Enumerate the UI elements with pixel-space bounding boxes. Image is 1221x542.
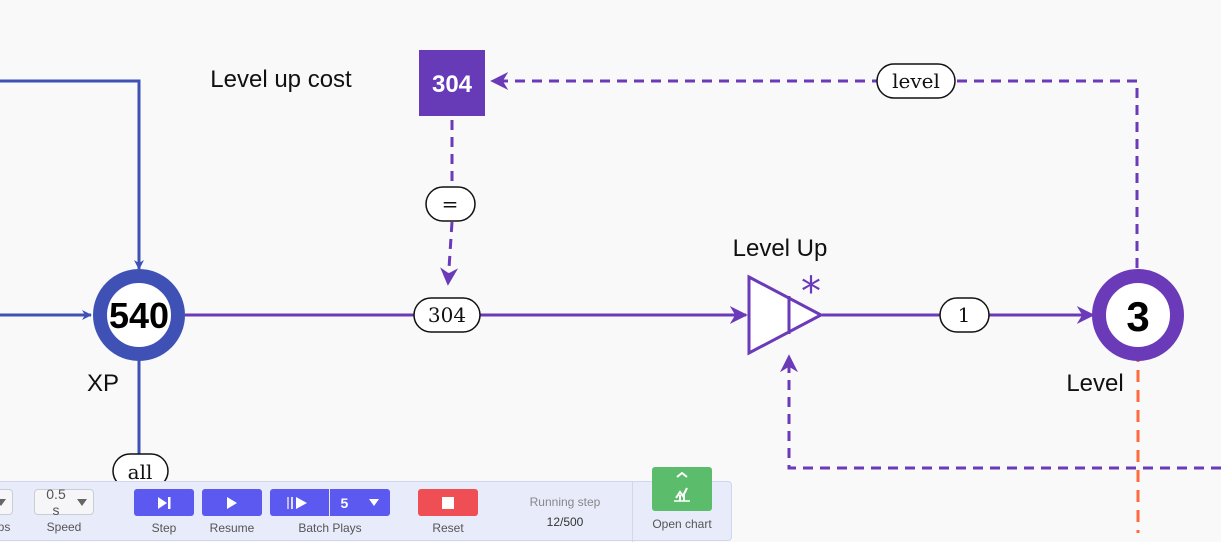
level-up-converter[interactable] — [747, 274, 825, 356]
activator-edge[interactable] — [780, 354, 1221, 470]
edge-label-output[interactable]: 1 — [939, 297, 990, 333]
xp-inflow-top-edge[interactable] — [0, 79, 144, 270]
steps-select[interactable] — [0, 489, 13, 515]
level-up-cost-register[interactable] — [419, 50, 485, 116]
running-step-title: Running step — [529, 495, 601, 509]
level-pool-label: Level — [1066, 370, 1123, 397]
level-pool-value: 3 — [1126, 293, 1149, 340]
edge-label-level-text: level — [892, 69, 940, 93]
batch-play-button[interactable] — [270, 489, 329, 516]
batch-count-select[interactable]: 5 — [330, 489, 390, 516]
edge-label-output-text: 1 — [958, 303, 971, 327]
edge-label-all-text: all — [128, 460, 153, 484]
play-icon — [227, 496, 237, 509]
batch-play-icon — [286, 496, 307, 509]
trigger-mark-icon: * — [801, 269, 821, 315]
step-label: Step — [151, 521, 177, 535]
open-chart-button[interactable] — [652, 467, 712, 511]
batch-plays-control: 5 Batch Plays — [270, 489, 390, 535]
steps-label: Steps — [0, 520, 11, 534]
xp-pool[interactable]: 540 — [93, 269, 185, 361]
edge-label-formula-text: = — [442, 192, 459, 216]
open-chart-label: Open chart — [652, 517, 712, 531]
stop-icon — [442, 496, 454, 509]
edge-label-cost[interactable]: 304 — [413, 297, 481, 333]
speed-control: 0.5 s Speed — [34, 486, 94, 534]
batch-plays-label: Batch Plays — [298, 521, 362, 535]
speed-label: Speed — [46, 520, 82, 534]
batch-count-value: 5 — [340, 494, 349, 511]
running-step-value: 12/500 — [546, 515, 584, 529]
register-value: 304 — [432, 71, 473, 98]
resume-label: Resume — [209, 521, 255, 535]
toolbar-divider — [632, 482, 633, 542]
edge-label-all[interactable]: all — [112, 453, 169, 489]
edge-label-cost-text: 304 — [428, 303, 466, 327]
speed-value: 0.5 s — [46, 486, 66, 518]
open-chart-control: Open chart — [652, 467, 712, 531]
chevron-down-icon — [77, 498, 87, 506]
chevron-down-icon — [0, 498, 6, 506]
reset-button[interactable] — [418, 489, 478, 516]
edge-label-level[interactable]: level — [876, 63, 956, 99]
chevron-down-icon — [369, 499, 380, 506]
reset-control: Reset — [418, 489, 478, 535]
edge-label-formula[interactable]: = — [425, 186, 476, 222]
running-step-display: Running step 12/500 — [525, 495, 605, 529]
step-button[interactable] — [134, 489, 194, 516]
converter-label: Level Up — [733, 235, 828, 262]
step-control: Step — [134, 489, 194, 535]
register-to-cost-edge[interactable] — [448, 120, 452, 284]
level-pool[interactable]: 3 — [1092, 269, 1184, 361]
simulation-toolbar: Steps 0.5 s Speed Step Resume — [0, 467, 732, 542]
level-feedback-edge[interactable] — [490, 72, 1139, 268]
resume-control: Resume — [202, 489, 262, 535]
xp-pool-value: 540 — [109, 295, 169, 336]
reset-label: Reset — [432, 521, 464, 535]
steps-control: Steps — [0, 489, 13, 534]
resume-button[interactable] — [202, 489, 262, 516]
step-forward-icon — [158, 496, 171, 509]
speed-select[interactable]: 0.5 s — [34, 486, 94, 518]
chart-icon — [674, 471, 690, 502]
xp-pool-label: XP — [87, 370, 119, 397]
register-label: Level up cost — [210, 66, 352, 93]
